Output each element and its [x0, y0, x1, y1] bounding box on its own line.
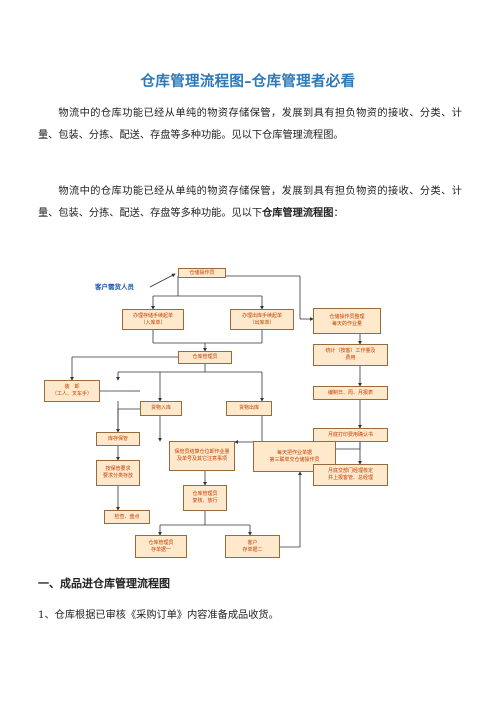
box-stat-workload: 统计（按客）工作量及 费用 — [313, 344, 388, 366]
box-keeper-task: 按保管要求 要求分类存放 — [96, 460, 140, 486]
box-warehouse-manager: 仓库管理员 — [178, 351, 232, 364]
box-make-report: 编制日、周、月报表 — [313, 386, 388, 400]
page-title: 仓库管理流程图–仓库管理者必看 — [140, 74, 356, 90]
box-manager-verify: 仓库管理员 复核、放行 — [183, 485, 227, 511]
box-goods-out: 货物出库 — [226, 401, 272, 416]
box-keeper-check: 保管员结算仓位卸作业量 及单号及其它注意事项 — [169, 441, 235, 471]
box-print-monthly: 月底打印费用确认书 — [313, 428, 388, 442]
paragraph-tail: ： — [333, 208, 344, 219]
box-outbound-handling: 办理出库手续起单 （出库单） — [230, 309, 294, 330]
box-monthly-confirm: 月底交部门经理核定 并上报客管、总经理 — [313, 464, 388, 486]
intro-paragraph-repeat: 物流中的仓库功能已经从单纯的物资存储保管，发展到具有担负物资的接收、分类、计量、… — [38, 181, 462, 225]
box-receipt-one: 仓库管理员 存单据一 — [135, 535, 187, 558]
client-label: 客户需货人员 — [95, 283, 134, 291]
section-heading: 一、成品进仓库管理流程图 — [38, 577, 170, 590]
box-storage: 库存保管 — [96, 432, 140, 446]
paragraph-text: 物流中的仓库功能已经从单纯的物资存储保管，发展到具有担负物资的接收、分类、计量、… — [38, 186, 462, 219]
box-labor: 装 卸 （工人、叉车手） — [44, 380, 100, 402]
box-inventory-check: 检查、盘点 — [104, 510, 150, 524]
box-receipt-two: 客户 存单据二 — [225, 535, 280, 558]
box-inbound-handling: 办理存储手续起单 （入库单） — [122, 309, 184, 330]
box-warehouse-operator: 仓储操作员 — [178, 268, 226, 278]
box-op-statistics: 仓储操作员整理 每天的作业量 — [313, 308, 381, 334]
intro-paragraph: 物流中的仓库功能已经从单纯的物资存储保管，发展到具有担负物资的接收、分类、计量、… — [38, 108, 462, 141]
step-text: 1、仓库根据已审核《采购订单》内容准备成品收货。 — [38, 610, 279, 621]
box-goods-in: 货物入库 — [140, 401, 182, 416]
flowchart-link-text: 仓库管理流程图 — [262, 208, 334, 219]
